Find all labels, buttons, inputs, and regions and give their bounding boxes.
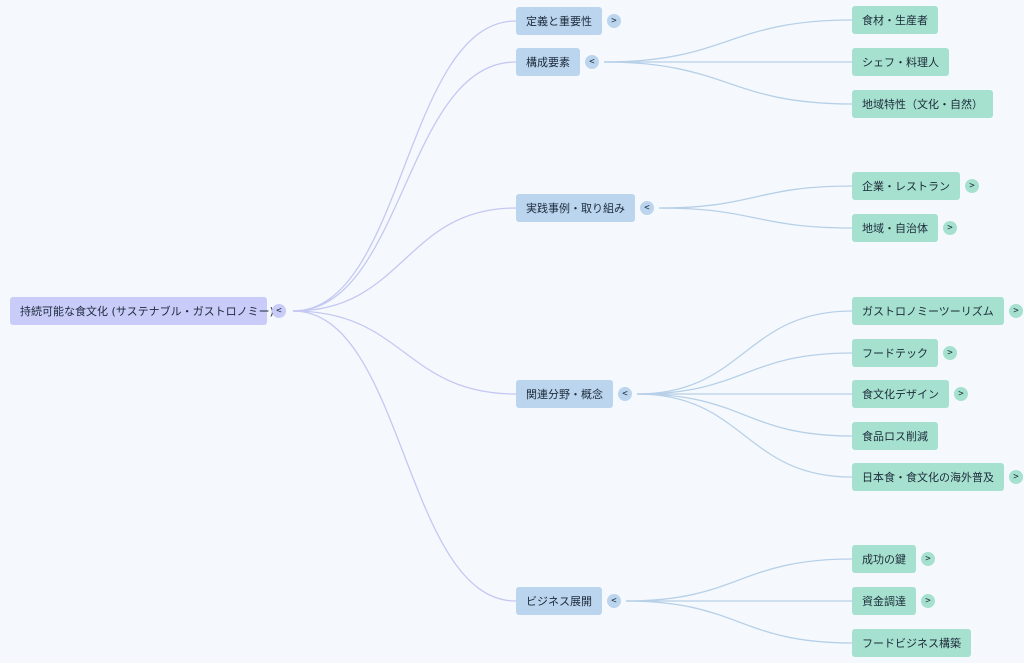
leaf-node-label: 資金調達: [862, 595, 906, 608]
leaf-expand-toggle[interactable]: >: [943, 221, 957, 235]
leaf-node[interactable]: 成功の鍵: [852, 545, 916, 573]
branch-toggle[interactable]: <: [585, 55, 599, 69]
leaf-node-label: 食品ロス削減: [862, 430, 928, 443]
leaf-node-label: フードビジネス構築: [862, 637, 961, 650]
leaf-expand-toggle[interactable]: >: [965, 179, 979, 193]
leaf-node[interactable]: フードテック: [852, 339, 938, 367]
leaf-node[interactable]: フードビジネス構築: [852, 629, 971, 657]
root-branch-link: [292, 207, 517, 312]
leaf-node[interactable]: 企業・レストラン: [852, 172, 960, 200]
leaf-expand-toggle[interactable]: >: [954, 387, 968, 401]
root-node-label: 持続可能な食文化 (サステナブル・ガストロノミー): [20, 305, 274, 318]
leaf-node[interactable]: 食品ロス削減: [852, 422, 938, 450]
branch-node[interactable]: 実践事例・取り組み: [516, 194, 635, 222]
branch-leaf-link: [603, 19, 853, 63]
branch-node-label: 定義と重要性: [526, 15, 592, 28]
leaf-node-label: 成功の鍵: [862, 553, 906, 566]
root-node[interactable]: 持続可能な食文化 (サステナブル・ガストロノミー): [10, 297, 274, 325]
leaf-node-label: フードテック: [862, 347, 928, 360]
leaf-expand-toggle[interactable]: >: [1009, 470, 1023, 484]
branch-node[interactable]: 関連分野・概念: [516, 380, 613, 408]
branch-node-label: 関連分野・概念: [526, 388, 603, 401]
leaf-expand-toggle[interactable]: >: [943, 346, 957, 360]
leaf-node-label: シェフ・料理人: [862, 56, 939, 69]
leaf-node[interactable]: 食材・生産者: [852, 6, 938, 34]
leaf-node-label: 食材・生産者: [862, 14, 928, 27]
leaf-node-label: 企業・レストラン: [862, 180, 950, 193]
root-branch-link: [292, 310, 517, 602]
leaf-node-label: ガストロノミーツーリズム: [862, 305, 994, 318]
branch-leaf-link: [636, 310, 853, 395]
leaf-node[interactable]: 地域特性（文化・自然）: [852, 90, 993, 118]
branch-leaf-link: [658, 207, 853, 229]
leaf-node-label: 地域特性（文化・自然）: [862, 98, 983, 111]
leaf-node-label: 日本食・食文化の海外普及: [862, 471, 994, 484]
leaf-node[interactable]: シェフ・料理人: [852, 48, 949, 76]
root-branch-link: [292, 61, 517, 312]
root-branch-link: [292, 310, 517, 395]
branch-node-label: 構成要素: [526, 56, 570, 69]
leaf-node-label: 地域・自治体: [862, 222, 928, 235]
leaf-node[interactable]: 食文化デザイン: [852, 380, 949, 408]
branch-leaf-link: [603, 61, 853, 105]
leaf-node-label: 食文化デザイン: [862, 388, 939, 401]
branch-toggle[interactable]: >: [607, 14, 621, 28]
branch-node-label: 実践事例・取り組み: [526, 202, 625, 215]
branch-toggle[interactable]: <: [607, 594, 621, 608]
root-branch-link: [292, 20, 517, 312]
branch-leaf-link: [625, 600, 853, 644]
branch-node[interactable]: 構成要素: [516, 48, 580, 76]
branch-node[interactable]: ビジネス展開: [516, 587, 602, 615]
leaf-node[interactable]: ガストロノミーツーリズム: [852, 297, 1004, 325]
branch-toggle[interactable]: <: [640, 201, 654, 215]
branch-node-label: ビジネス展開: [526, 595, 592, 608]
branch-node[interactable]: 定義と重要性: [516, 7, 602, 35]
branch-leaf-link: [636, 393, 853, 478]
leaf-node[interactable]: 地域・自治体: [852, 214, 938, 242]
leaf-expand-toggle[interactable]: >: [921, 594, 935, 608]
branch-leaf-link: [636, 352, 853, 395]
root-collapse-toggle[interactable]: <: [272, 304, 286, 318]
branch-leaf-link: [636, 393, 853, 437]
leaf-node[interactable]: 日本食・食文化の海外普及: [852, 463, 1004, 491]
leaf-expand-toggle[interactable]: >: [921, 552, 935, 566]
leaf-node[interactable]: 資金調達: [852, 587, 916, 615]
leaf-expand-toggle[interactable]: >: [1009, 304, 1023, 318]
branch-toggle[interactable]: <: [618, 387, 632, 401]
branch-leaf-link: [658, 185, 853, 209]
branch-leaf-link: [625, 558, 853, 602]
